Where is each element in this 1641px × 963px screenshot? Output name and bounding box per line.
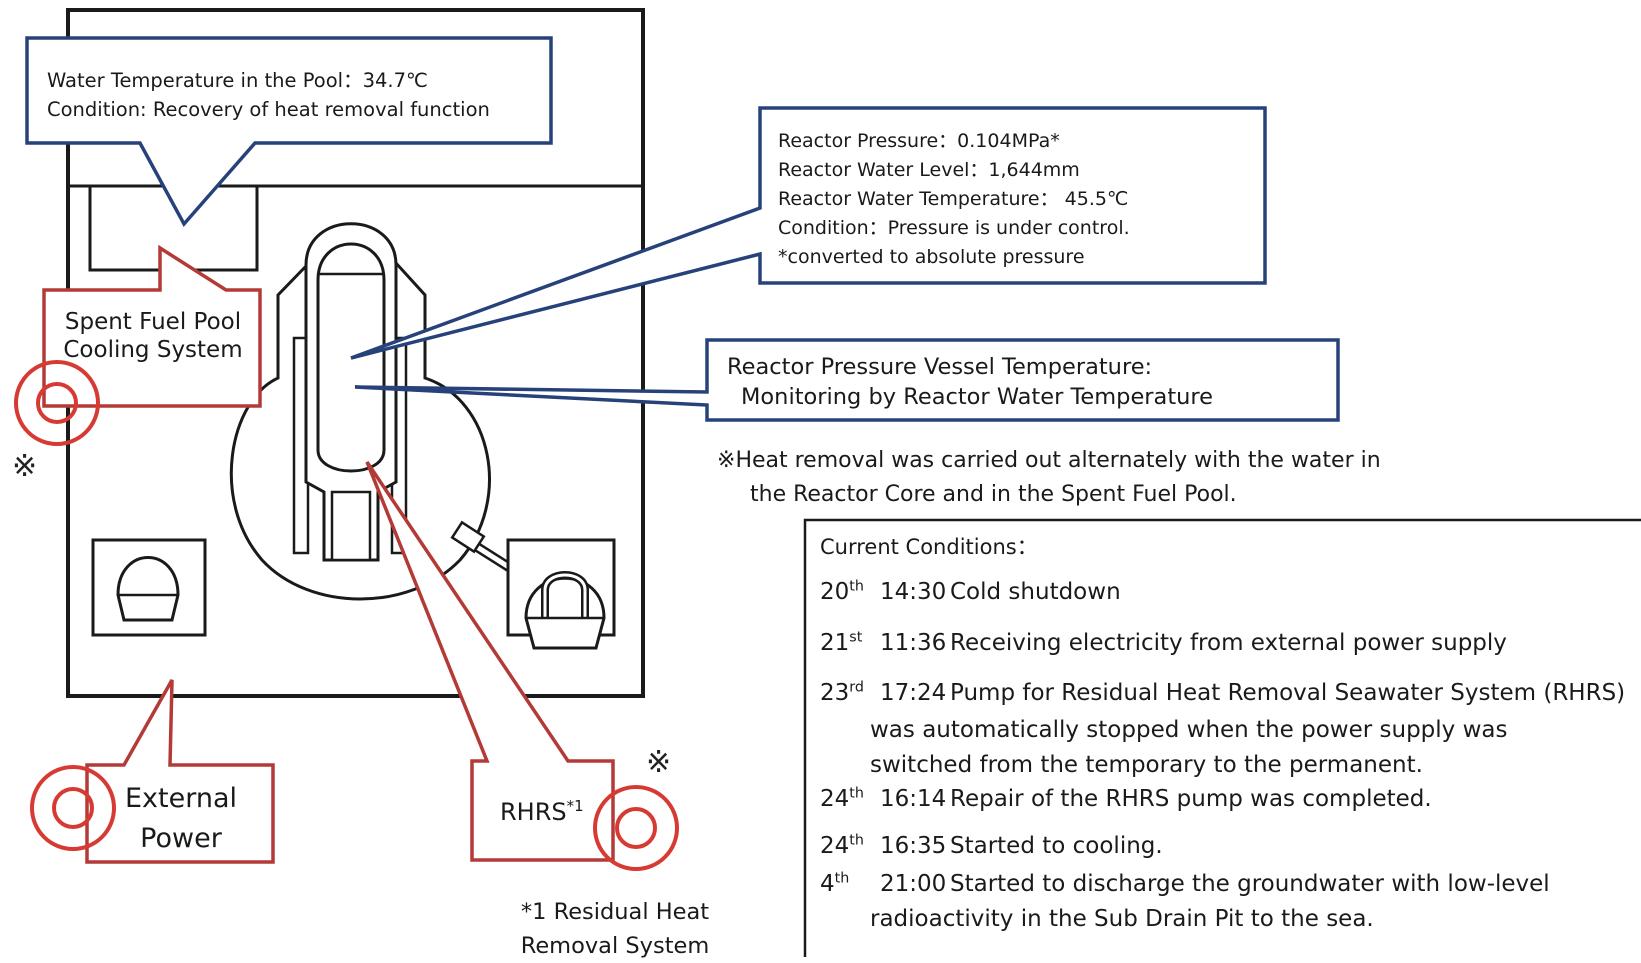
condition-text: Receiving electricity from external powe… [950, 630, 1507, 656]
reactor-pressure-note: *converted to absolute pressure [778, 246, 1085, 268]
condition-date: 23rd [820, 679, 864, 706]
spent-fuel-pool-cooling-label: Spent Fuel Pool Cooling System [63, 309, 243, 363]
condition-date: 24th [820, 832, 864, 859]
current-conditions-box [803, 518, 1641, 957]
current-conditions-title: Current Conditions： [820, 535, 1038, 559]
pool-callout-box [25, 36, 553, 228]
external-power-target-icon [30, 765, 116, 851]
condition-text: Cold shutdown [950, 579, 1121, 605]
rpv-callout-box [354, 338, 1340, 422]
reactor-callout-text: Reactor Pressure：0.104MPa* Reactor Water… [778, 127, 1130, 272]
external-power-label: External Power [124, 783, 238, 854]
condition-time: 14:30 [880, 579, 947, 605]
external-power-pump [116, 556, 180, 622]
condition-text: Repair of the RHRS pump was completed. [950, 786, 1432, 812]
condition-continuation: was automatically stopped when the power… [870, 717, 1508, 743]
rhrs-label: RHRS*1 [500, 797, 584, 826]
rhrs-callout-box [365, 461, 615, 862]
pool-water-temperature: Water Temperature in the Pool：34.7℃ [47, 69, 428, 92]
reference-mark-right: ※ [646, 745, 672, 780]
condition-continuation: radioactivity in the Sub Drain Pit to th… [870, 906, 1374, 932]
note-mark: ※ [717, 448, 736, 473]
condition-text: Pump for Residual Heat Removal Seawater … [950, 680, 1626, 706]
heat-removal-note: ※Heat removal was carried out alternatel… [717, 444, 1381, 512]
reactor-water-level: Reactor Water Level：1,644mm [778, 159, 1080, 181]
condition-date: 4th [820, 870, 850, 897]
rhrs-pump-impeller-inner [543, 573, 587, 618]
condition-time: 16:35 [880, 833, 947, 859]
rpv-callout-text: Reactor Pressure Vessel Temperature: Mon… [727, 352, 1213, 412]
reactor-water-temperature: Reactor Water Temperature： 45.5℃ [778, 188, 1129, 210]
condition-text: Started to discharge the groundwater wit… [950, 871, 1550, 897]
condition-date: 24th [820, 785, 864, 812]
pool-callout-text: Water Temperature in the Pool：34.7℃ Cond… [47, 66, 490, 124]
reactor-pressure: Reactor Pressure：0.104MPa* [778, 130, 1060, 152]
rhrs-pump [524, 576, 606, 650]
rhrs-footnote-ref: *1 [566, 797, 584, 815]
pedestal [330, 490, 372, 562]
condition-time: 16:14 [880, 786, 947, 812]
external-power-callout-box [85, 679, 275, 864]
rpv-temperature-label: Reactor Pressure Vessel Temperature: [727, 354, 1153, 380]
reference-mark-left: ※ [12, 449, 38, 484]
condition-continuation: switched from the temporary to the perma… [870, 752, 1423, 778]
spent-fuel-pool-callout-box [42, 244, 262, 408]
rhrs-footnote: *1 Residual Heat Removal System [520, 899, 710, 959]
rhrs-target-icon [593, 785, 679, 871]
condition-time: 17:24 [880, 680, 947, 706]
reactor-condition: Condition：Pressure is under control. [778, 217, 1130, 239]
heat-removal-note-line2: the Reactor Core and in the Spent Fuel P… [750, 482, 1237, 507]
condition-text: Started to cooling. [950, 833, 1163, 859]
condition-date: 20th [820, 578, 864, 605]
condition-time: 11:36 [880, 630, 947, 656]
heat-removal-note-line1: ※Heat removal was carried out alternatel… [717, 448, 1381, 473]
reactor-callout-box [350, 106, 1267, 360]
pool-condition: Condition: Recovery of heat removal func… [47, 98, 490, 121]
rhrs-valve [450, 520, 486, 554]
rpv-monitoring-note: Monitoring by Reactor Water Temperature [741, 384, 1214, 410]
condition-date: 21st [820, 629, 863, 656]
condition-time: 21:00 [880, 871, 947, 897]
spent-fuel-pool-target-icon [14, 360, 100, 446]
